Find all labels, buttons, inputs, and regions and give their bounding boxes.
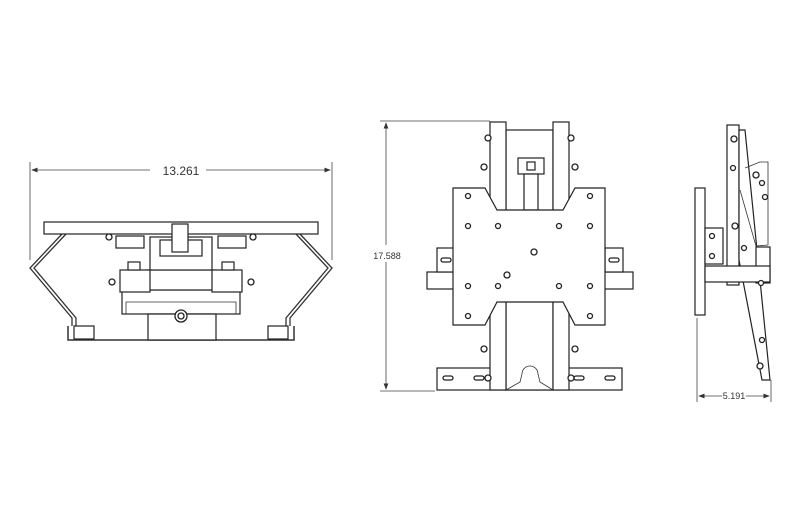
top-view: 17.588 — [373, 120, 634, 392]
side-view: 5.191 — [694, 124, 772, 402]
side-plate — [694, 187, 706, 316]
height-dimension: 17.588 — [373, 120, 490, 392]
width-dimension-label: 13.261 — [163, 164, 200, 178]
front-view: 13.261 — [29, 162, 333, 341]
mounting-plate — [452, 187, 606, 326]
width-dimension: 13.261 — [29, 162, 333, 260]
depth-dimension-label: 5.191 — [723, 391, 746, 401]
height-dimension-label: 17.588 — [373, 251, 401, 261]
depth-dimension: 5.191 — [696, 318, 772, 402]
plate-holes — [464, 192, 594, 320]
